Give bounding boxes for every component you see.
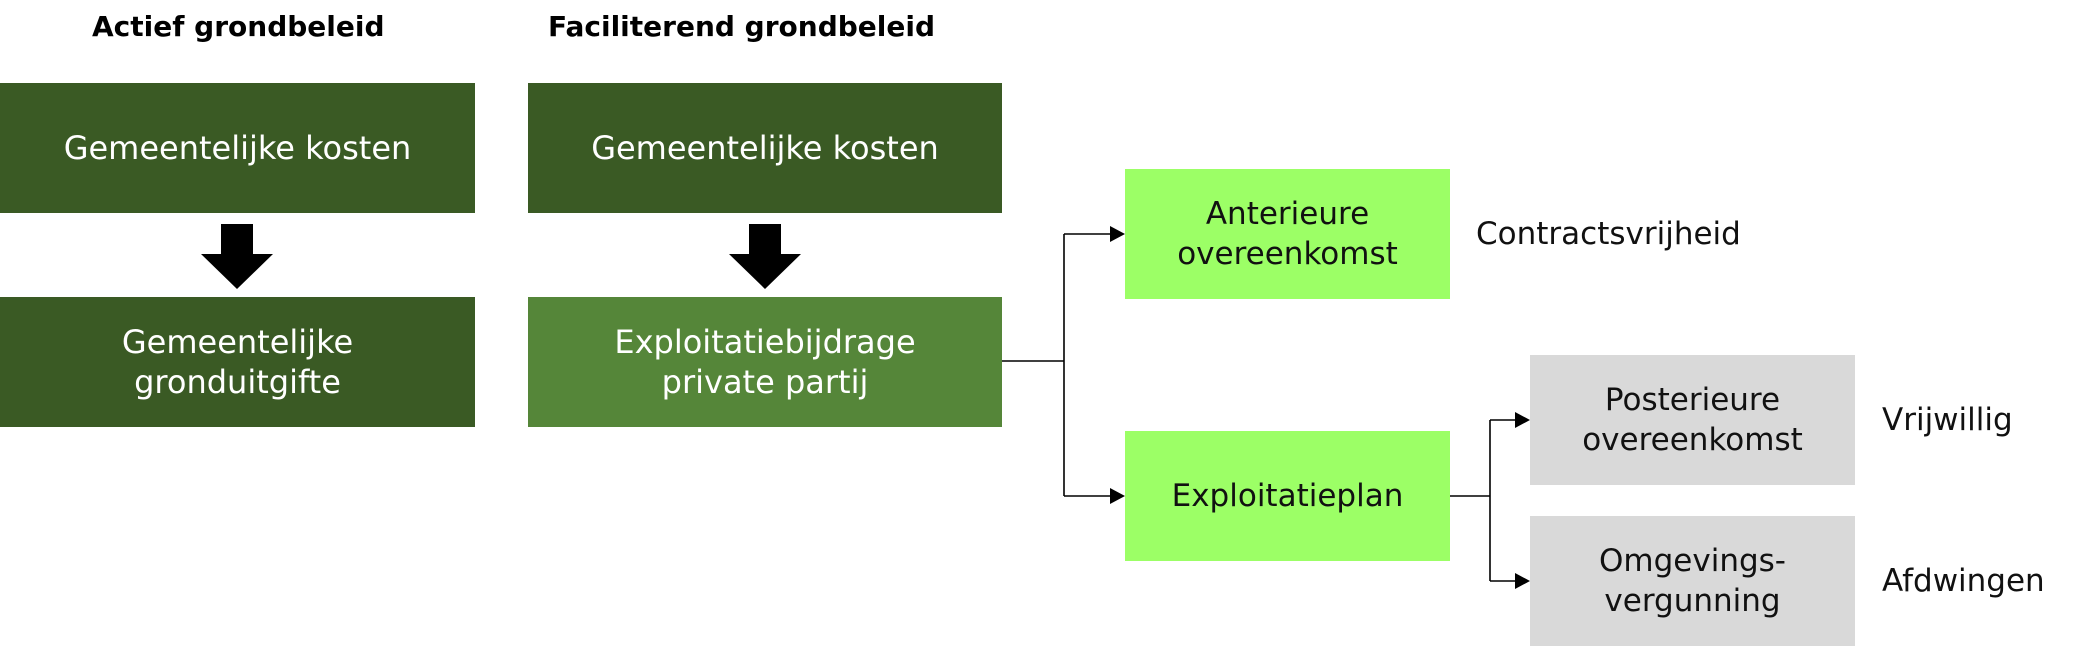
vrijwillig-label: Vrijwillig	[1882, 402, 2013, 438]
omgevingsvergunning-box: Omgevings- vergunning	[1530, 516, 1855, 646]
connector-exploitatieplan-branches	[1450, 419, 1515, 582]
anterieure-label-2: overeenkomst	[1177, 236, 1398, 272]
actief-bottom-label-2: gronduitgifte	[134, 363, 341, 401]
connector-exploitatiebijdrage-branches	[1002, 233, 1110, 497]
arrowhead-icon	[1110, 488, 1125, 504]
actief-top-label: Gemeentelijke kosten	[63, 129, 412, 167]
exploitatieplan-box: Exploitatieplan	[1125, 431, 1450, 561]
anterieure-overeenkomst-box: Anterieure overeenkomst	[1125, 169, 1450, 299]
contractsvrijheid-label: Contractsvrijheid	[1476, 216, 1741, 252]
arrowhead-icon	[1515, 573, 1530, 589]
actief-bottom-label-1: Gemeentelijke	[121, 323, 354, 361]
actief-gemeentelijke-kosten-box: Gemeentelijke kosten	[0, 83, 475, 213]
anterieure-label-1: Anterieure	[1205, 196, 1370, 232]
posterieure-overeenkomst-box: Posterieure overeenkomst	[1530, 355, 1855, 485]
arrowhead-icon	[1110, 226, 1125, 242]
actief-gronduitgifte-box: Gemeentelijke gronduitgifte	[0, 297, 475, 427]
faciliterend-gemeentelijke-kosten-box: Gemeentelijke kosten	[528, 83, 1002, 213]
exploitatiebijdrage-label-1: Exploitatiebijdrage	[614, 323, 916, 361]
exploitatiebijdrage-label-2: private partij	[661, 363, 869, 401]
exploitatiebijdrage-box: Exploitatiebijdrage private partij	[528, 297, 1002, 427]
faciliterend-top-label: Gemeentelijke kosten	[591, 129, 939, 167]
down-arrow-icon	[201, 224, 273, 289]
heading-actief-grondbeleid: Actief grondbeleid	[92, 10, 385, 43]
omgevings-label-1: Omgevings-	[1599, 543, 1786, 579]
posterieure-label-1: Posterieure	[1604, 382, 1781, 418]
omgevings-label-2: vergunning	[1604, 583, 1781, 619]
posterieure-label-2: overeenkomst	[1582, 422, 1803, 458]
down-arrow-icon	[729, 224, 801, 289]
exploitatieplan-label: Exploitatieplan	[1171, 478, 1404, 514]
afdwingen-label: Afdwingen	[1882, 563, 2045, 599]
arrowhead-icon	[1515, 412, 1530, 428]
heading-faciliterend-grondbeleid: Faciliterend grondbeleid	[548, 10, 935, 43]
